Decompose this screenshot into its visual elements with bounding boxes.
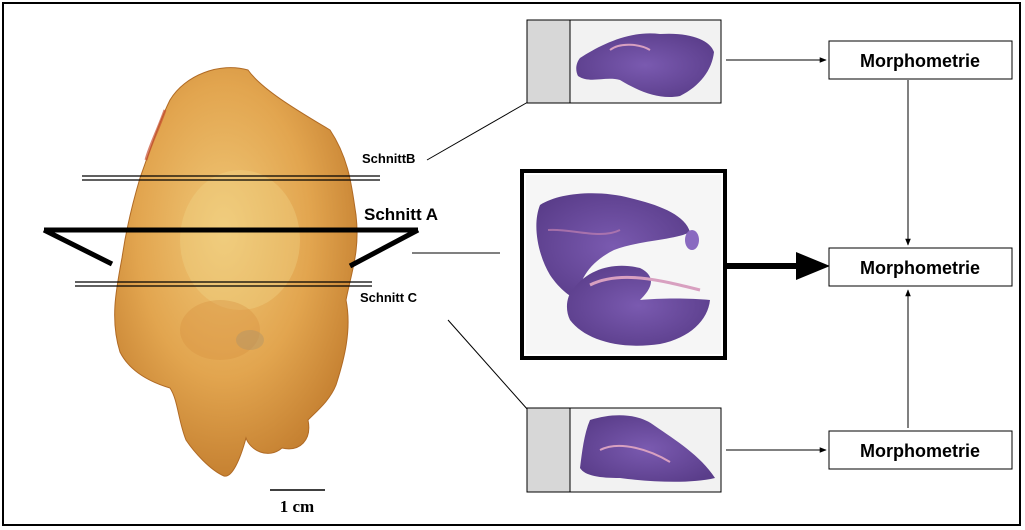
label-schnitt-b: SchnittB (362, 151, 415, 166)
connector-b (427, 102, 528, 160)
morphometrie-label-middle: Morphometrie (860, 258, 980, 278)
arrow-a-to-morph (727, 252, 830, 280)
label-schnitt-a: Schnitt A (364, 205, 438, 224)
specimen-image (115, 68, 357, 477)
slide-b (527, 20, 721, 103)
label-schnitt-c: Schnitt C (360, 290, 418, 305)
morphometrie-box-middle: Morphometrie (829, 248, 1012, 286)
morphometrie-box-bottom: Morphometrie (829, 431, 1012, 469)
slide-c (527, 408, 721, 492)
morphometrie-box-top: Morphometrie (829, 41, 1012, 79)
morphometrie-label-bottom: Morphometrie (860, 441, 980, 461)
connector-c (448, 320, 528, 410)
morphometrie-label-top: Morphometrie (860, 51, 980, 71)
slide-a (522, 171, 725, 358)
scale-bar-label: 1 cm (280, 497, 314, 516)
